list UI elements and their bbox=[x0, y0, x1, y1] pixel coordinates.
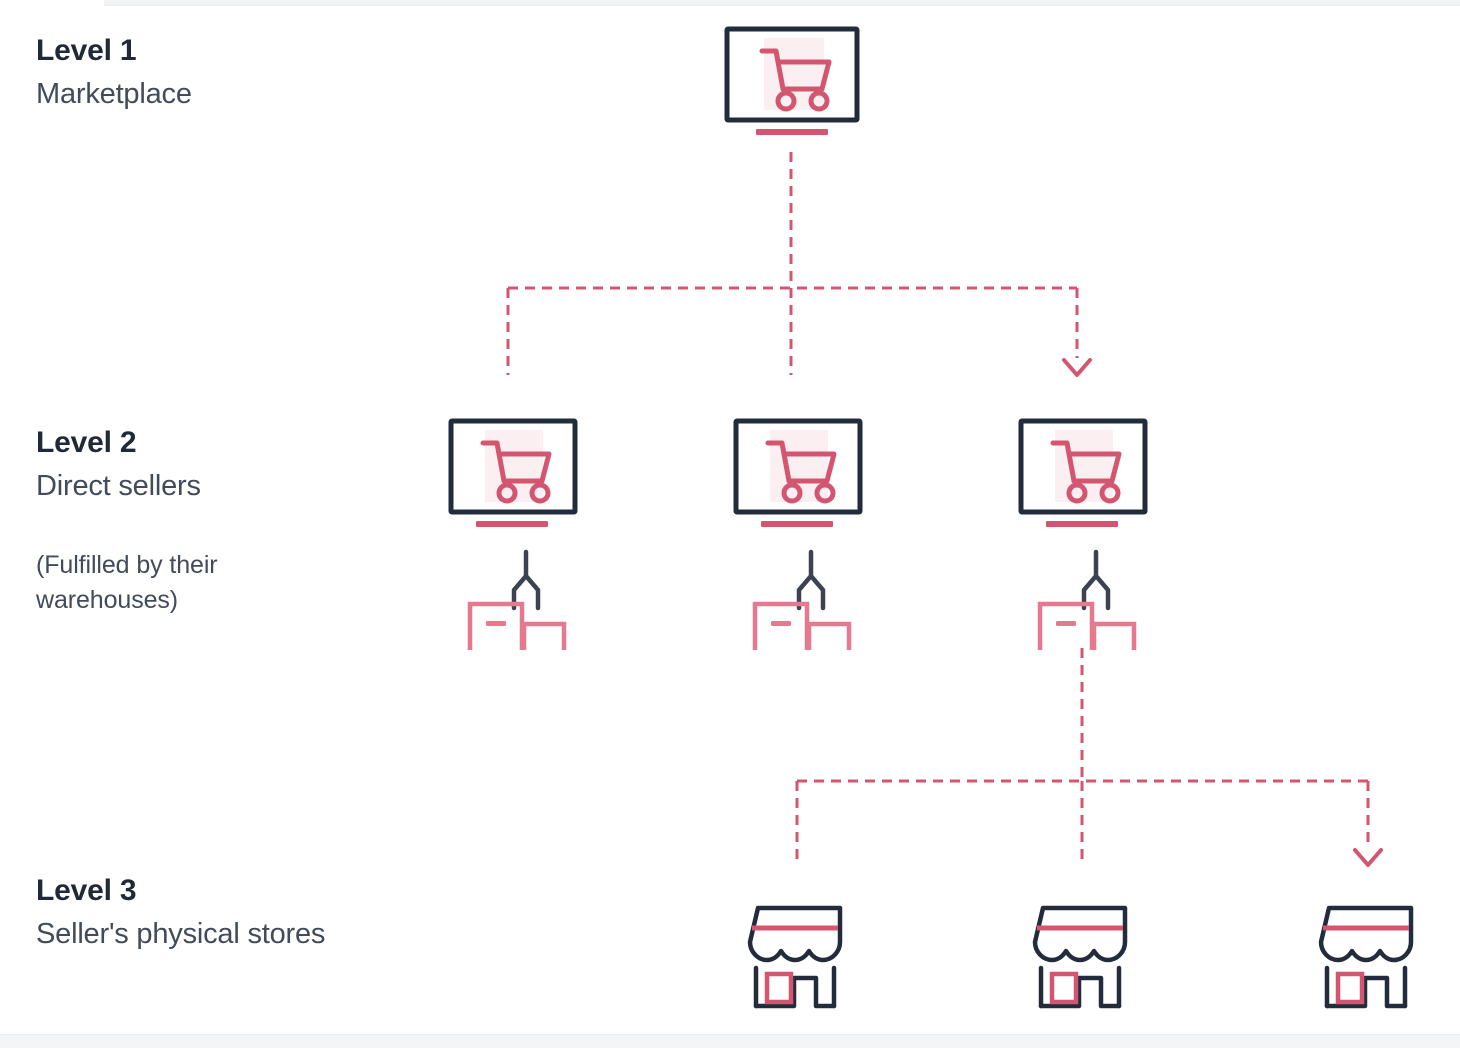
warehouse-crane-icon bbox=[1037, 549, 1137, 650]
seller-with-warehouse-icon bbox=[1018, 418, 1148, 650]
level-3-subtitle: Seller's physical stores bbox=[36, 917, 326, 950]
warehouse-crane-icon bbox=[752, 549, 852, 650]
level-1-node-1[interactable] bbox=[724, 26, 860, 142]
storefront-monitor-cart-icon bbox=[1018, 418, 1148, 527]
level-2-title: Level 2 bbox=[36, 426, 137, 459]
arrowhead-to-level2-node3-icon bbox=[1062, 358, 1092, 377]
storefront-monitor-cart-icon bbox=[448, 418, 578, 527]
level-2-node-2[interactable] bbox=[733, 418, 863, 650]
shop-awning-icon bbox=[747, 905, 843, 1009]
level-1-label-group: Level 1 Marketplace bbox=[36, 32, 436, 113]
shop-awning-icon bbox=[1318, 905, 1414, 1009]
level-2-node-3[interactable] bbox=[1018, 418, 1148, 650]
page-top-band-notch bbox=[0, 0, 104, 6]
level-3-title: Level 3 bbox=[36, 874, 137, 907]
level-3-node-3[interactable] bbox=[1309, 900, 1431, 1012]
seller-with-warehouse-icon bbox=[448, 418, 578, 650]
level-2-note: (Fulfilled by their warehouses) bbox=[36, 551, 218, 614]
level-3-node-1[interactable] bbox=[738, 900, 860, 1012]
warehouse-crane-icon bbox=[467, 549, 567, 650]
page-bottom-band bbox=[0, 1034, 1460, 1048]
level-3-label-group: Level 3 Seller's physical stores bbox=[36, 872, 436, 953]
level-3-node-2[interactable] bbox=[1023, 900, 1145, 1012]
storefront-monitor-cart-icon bbox=[724, 26, 860, 135]
shop-awning-icon bbox=[1032, 905, 1128, 1009]
arrowhead-to-level3-node3-icon bbox=[1353, 848, 1383, 867]
level-2-subtitle: Direct sellers bbox=[36, 469, 201, 502]
level-2-label-group: Level 2 Direct sellers bbox=[36, 424, 436, 505]
level-2-note-group: (Fulfilled by their warehouses) bbox=[36, 548, 336, 617]
level-2-node-1[interactable] bbox=[448, 418, 578, 650]
page-top-band bbox=[0, 0, 1460, 6]
level-1-subtitle: Marketplace bbox=[36, 77, 192, 110]
seller-with-warehouse-icon bbox=[733, 418, 863, 650]
storefront-monitor-cart-icon bbox=[733, 418, 863, 527]
level-1-title: Level 1 bbox=[36, 34, 137, 67]
